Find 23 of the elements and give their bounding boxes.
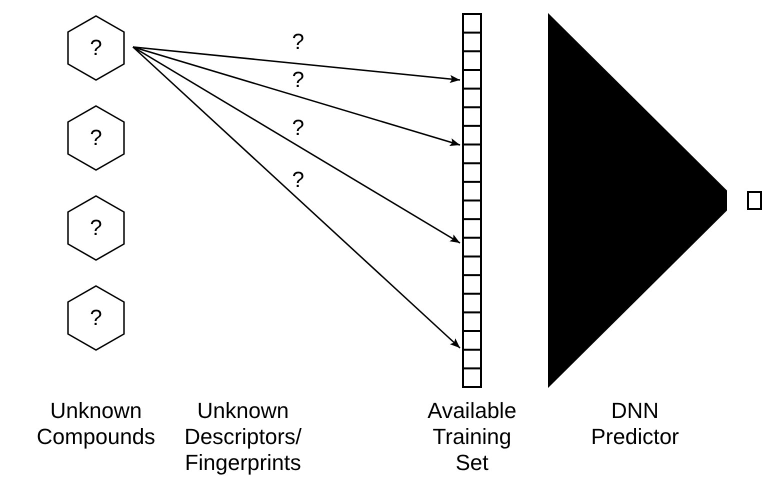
caption: Unknown Descriptors/ Fingerprints [183,398,303,476]
edge-label: ? [291,170,306,190]
output-square [747,191,762,210]
node-label: Available Training Set [426,398,518,476]
triangle-shape [548,13,727,388]
edge-label: ? [291,70,306,90]
node-text: ? [90,127,102,149]
node-text: ? [90,37,102,59]
arrow [132,46,460,146]
hexagon-node [67,195,125,261]
vector-bar [462,13,482,388]
arrow [132,46,460,244]
hexagon-node [67,105,125,171]
arrow [132,46,460,83]
arrow [132,46,460,349]
caption: DNN Predictor [590,398,680,450]
edge-label: ? [291,32,306,52]
caption: Unknown Compounds [36,398,156,450]
edge-label: ? [291,118,306,138]
node-text: ? [90,307,102,329]
hexagon-node [67,15,125,81]
node-text: ? [90,217,102,239]
hexagon-node [67,285,125,351]
